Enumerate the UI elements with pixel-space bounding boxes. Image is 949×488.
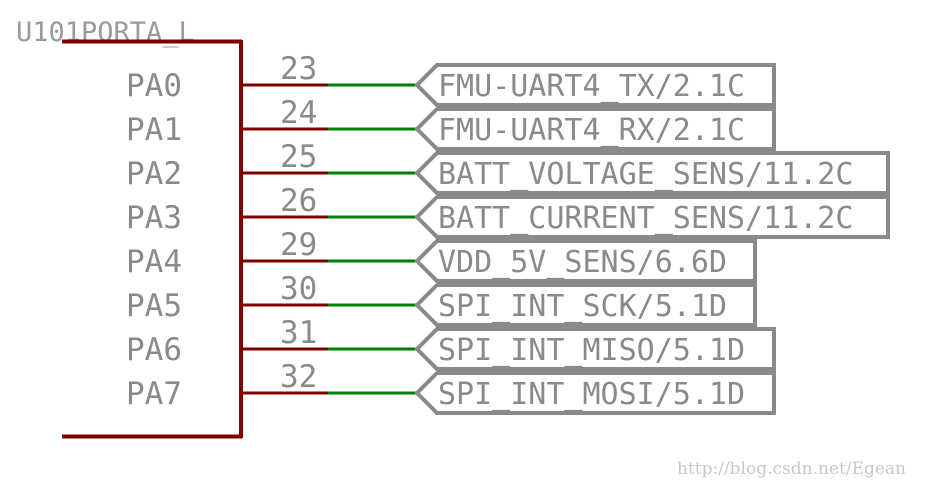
pin-number: 30 — [280, 271, 317, 307]
pin-name: PA3 — [126, 200, 182, 236]
pin-number: 25 — [280, 139, 317, 175]
pin-number: 24 — [280, 95, 317, 131]
pin-number: 29 — [280, 227, 317, 263]
net-label-text: BATT_VOLTAGE_SENS/11.2C — [438, 157, 853, 192]
pin-number: 23 — [280, 51, 317, 87]
pin-number: 32 — [280, 359, 317, 395]
net-label-text: SPI_INT_MOSI/5.1D — [438, 377, 745, 412]
net-label-flag — [414, 107, 776, 151]
net-label-flag — [414, 283, 757, 327]
pin-name: PA0 — [126, 68, 182, 104]
pin-name: PA1 — [126, 112, 182, 148]
net-label-text: SPI_INT_SCK/5.1D — [438, 289, 727, 324]
net-label-text: SPI_INT_MISO/5.1D — [438, 333, 745, 368]
net-label-flag — [414, 371, 776, 415]
pin-name: PA6 — [126, 332, 182, 368]
pin-number: 26 — [280, 183, 317, 219]
net-label-text: BATT_CURRENT_SENS/11.2C — [438, 201, 853, 236]
net-label-flag — [414, 195, 890, 239]
net-label-text: FMU-UART4_TX/2.1C — [438, 69, 745, 104]
watermark: http://blog.csdn.net/Egean — [677, 459, 906, 479]
pin-name: PA4 — [126, 244, 182, 280]
pin-name: PA7 — [126, 376, 182, 412]
component-body — [62, 39, 243, 439]
pin-number: 31 — [280, 315, 317, 351]
net-label-flag — [414, 63, 776, 107]
net-label-flag — [414, 151, 890, 195]
net-label-flag — [414, 239, 757, 283]
pin-name: PA2 — [126, 156, 182, 192]
pin-name: PA5 — [126, 288, 182, 324]
net-label-text: VDD_5V_SENS/6.6D — [438, 245, 727, 280]
net-label-text: FMU-UART4_RX/2.1C — [438, 113, 745, 148]
net-label-flag — [414, 327, 776, 371]
